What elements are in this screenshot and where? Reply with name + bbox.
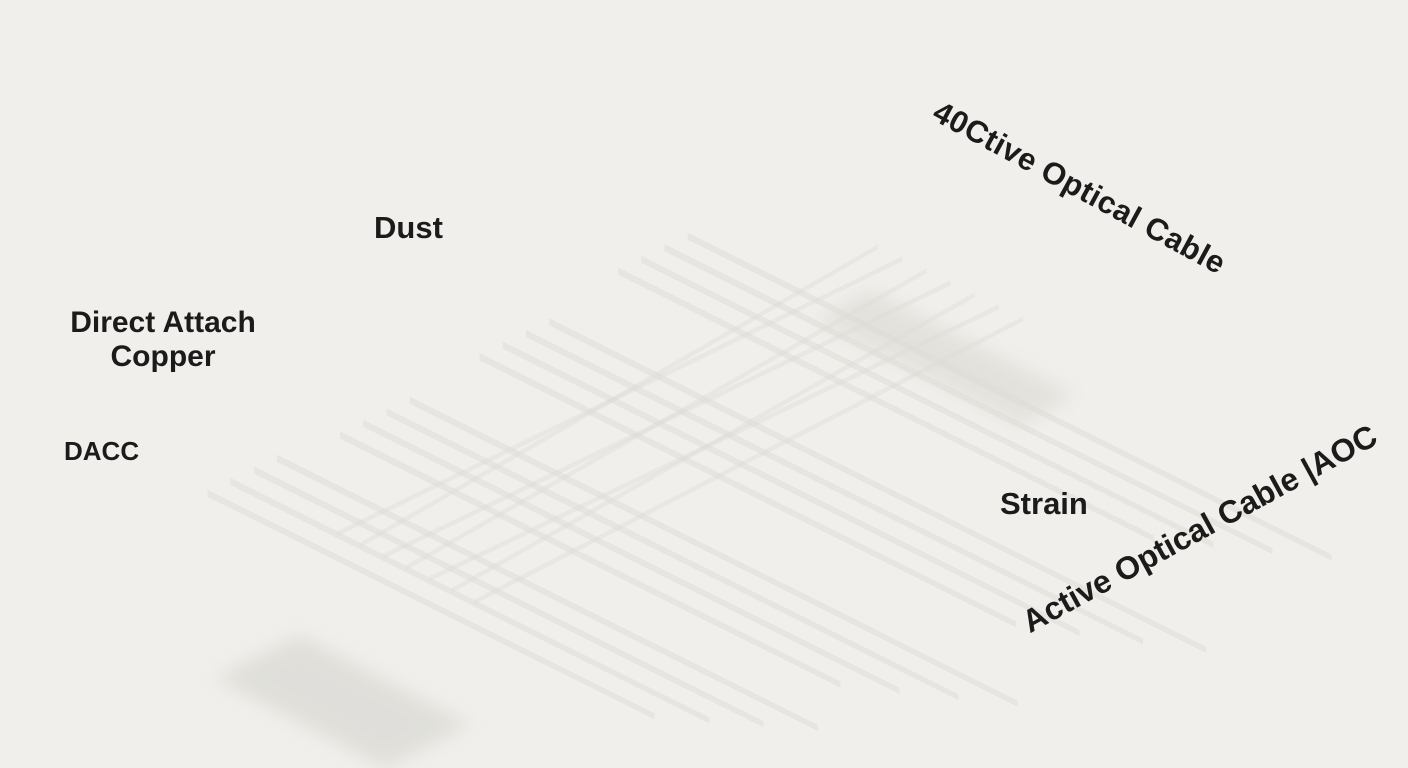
cable-shadow — [406, 268, 927, 571]
cable-shadow — [386, 408, 959, 701]
label-direct-attach-copper: Direct Attach Copper — [38, 306, 288, 374]
cable-shadow — [337, 256, 903, 536]
cable-shadow — [526, 330, 1143, 645]
cable-shadow — [617, 267, 1155, 542]
label-direct-attach-line1: Direct Attach — [70, 306, 256, 339]
cable-shadow — [409, 396, 1018, 707]
cable-shadow — [479, 353, 1016, 628]
cable-shadow — [207, 489, 655, 720]
cable-shadow — [641, 255, 1214, 548]
cable-shadow — [230, 478, 709, 724]
label-dust: Dust — [374, 210, 443, 245]
cable-shadow — [253, 466, 764, 728]
label-dac: DACC — [64, 436, 140, 466]
label-direct-attach-line2: Copper — [110, 340, 216, 373]
cable-shadow — [383, 280, 951, 559]
cable-shadow — [360, 244, 879, 548]
block-shadow — [215, 635, 470, 768]
cable-shadow — [339, 431, 841, 688]
cable-shadow — [429, 304, 999, 582]
label-strain: Strain — [1000, 486, 1088, 521]
cable-shadow — [277, 454, 819, 732]
cable-shadow — [664, 244, 1273, 555]
cable-shadow — [451, 292, 975, 593]
cable-shadow — [502, 341, 1080, 636]
cable-shadow — [474, 316, 1024, 605]
cable-shadow — [363, 419, 900, 694]
cable-shadow — [549, 318, 1207, 653]
block-shadow — [815, 290, 1075, 425]
